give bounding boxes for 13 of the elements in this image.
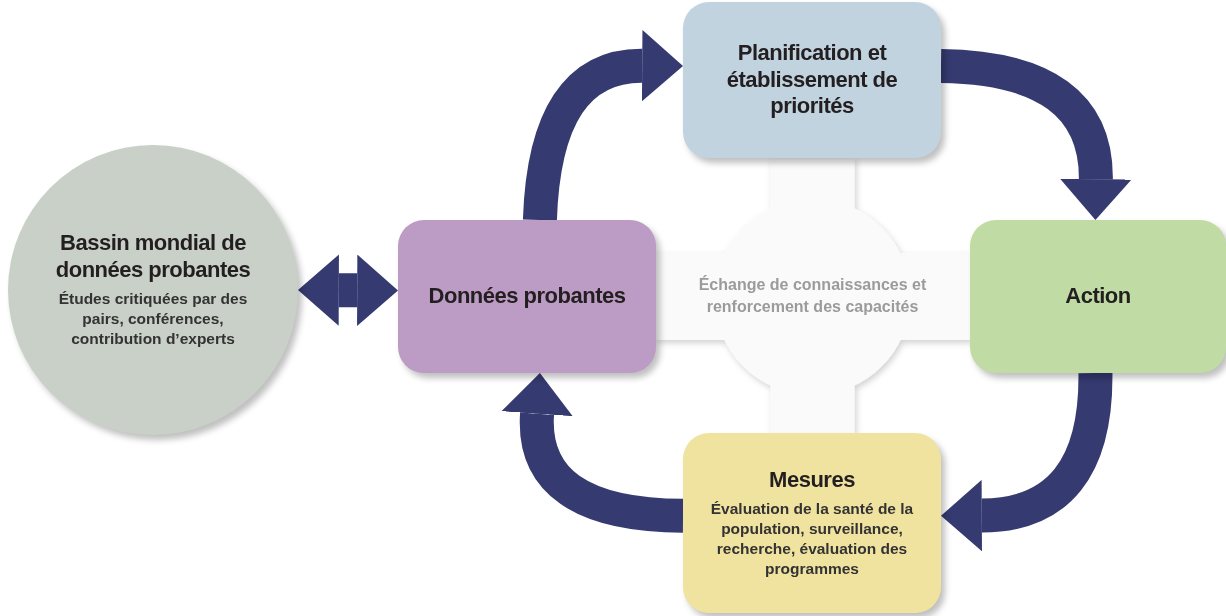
process-box: [398, 220, 656, 373]
node-title: Données probantes: [428, 283, 626, 310]
double-arrow: [298, 254, 398, 326]
process-box: [683, 433, 941, 613]
node-description: Évaluation de la santé de la population, surveillance, recherche, évaluation des programmes: [709, 498, 915, 580]
process-box: [683, 2, 941, 158]
node-title: Mesures: [769, 466, 855, 493]
node-title: Action: [1065, 283, 1131, 310]
hub-label: Échange de connaissances et renforcement des capacités: [697, 274, 928, 317]
node-title: Bassin mondial de données probantes: [54, 230, 252, 284]
node-description: Études critiquées par des pairs, conférences, contribution d’experts: [57, 289, 249, 350]
node-title: Planification et établissement de priorités: [725, 40, 899, 120]
process-box: [970, 220, 1226, 373]
